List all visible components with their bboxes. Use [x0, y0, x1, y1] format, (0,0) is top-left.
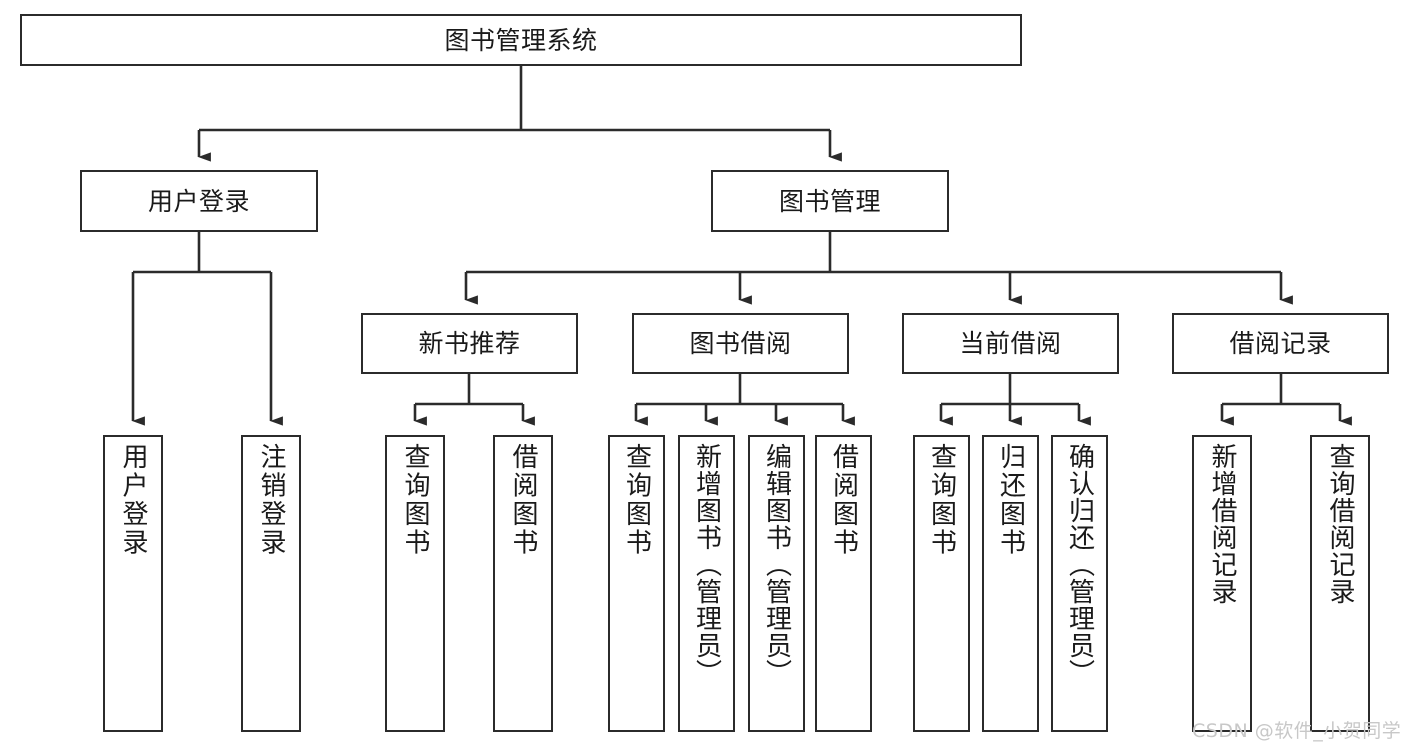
- node-borrow-record-label: 借阅记录: [1229, 329, 1332, 358]
- node-leaf-query-book-1-label: 查询图书: [400, 443, 430, 557]
- node-user-login[interactable]: 用户登录: [80, 170, 318, 232]
- node-leaf-add-record[interactable]: 新增借阅记录: [1192, 435, 1252, 732]
- node-root-system-label: 图书管理系统: [444, 25, 598, 55]
- node-new-book-rec-label: 新书推荐: [418, 329, 521, 358]
- node-root-system[interactable]: 图书管理系统: [20, 14, 1022, 66]
- node-leaf-logout[interactable]: 注销登录: [241, 435, 301, 732]
- node-user-login-label: 用户登录: [147, 186, 250, 216]
- node-leaf-edit-book[interactable]: 编辑图书（管理员）: [748, 435, 805, 732]
- node-borrow-record[interactable]: 借阅记录: [1172, 313, 1389, 374]
- node-leaf-logout-label: 注销登录: [256, 443, 286, 557]
- node-book-borrow[interactable]: 图书借阅: [632, 313, 849, 374]
- node-leaf-add-record-label: 新增借阅记录: [1207, 443, 1237, 605]
- node-leaf-user-login[interactable]: 用户登录: [103, 435, 163, 732]
- node-leaf-query-book-3[interactable]: 查询图书: [913, 435, 970, 732]
- node-leaf-query-record-label: 查询借阅记录: [1325, 443, 1355, 605]
- node-leaf-add-book-label: 新增图书（管理员）: [691, 443, 722, 686]
- node-book-manage[interactable]: 图书管理: [711, 170, 949, 232]
- node-leaf-return-book[interactable]: 归还图书: [982, 435, 1039, 732]
- node-leaf-user-login-label: 用户登录: [118, 443, 148, 557]
- node-leaf-borrow-book-2-label: 借阅图书: [828, 443, 859, 557]
- node-leaf-edit-book-label: 编辑图书（管理员）: [761, 443, 792, 686]
- node-leaf-add-book[interactable]: 新增图书（管理员）: [678, 435, 735, 732]
- node-book-borrow-label: 图书借阅: [689, 329, 792, 358]
- node-leaf-confirm-return[interactable]: 确认归还（管理员）: [1051, 435, 1108, 732]
- node-current-borrow[interactable]: 当前借阅: [902, 313, 1119, 374]
- node-leaf-return-book-label: 归还图书: [995, 443, 1026, 557]
- node-leaf-query-record[interactable]: 查询借阅记录: [1310, 435, 1370, 732]
- csdn-watermark: CSDN @软件_小贺同学: [1192, 720, 1402, 742]
- node-book-manage-label: 图书管理: [778, 186, 881, 216]
- node-new-book-rec[interactable]: 新书推荐: [361, 313, 578, 374]
- node-leaf-borrow-book-1[interactable]: 借阅图书: [493, 435, 553, 732]
- node-leaf-borrow-book-2[interactable]: 借阅图书: [815, 435, 872, 732]
- node-current-borrow-label: 当前借阅: [959, 329, 1062, 358]
- node-leaf-query-book-1[interactable]: 查询图书: [385, 435, 445, 732]
- node-leaf-confirm-return-label: 确认归还（管理员）: [1064, 443, 1095, 686]
- node-leaf-borrow-book-1-label: 借阅图书: [508, 443, 538, 557]
- node-leaf-query-book-2[interactable]: 查询图书: [608, 435, 665, 732]
- node-leaf-query-book-3-label: 查询图书: [926, 443, 957, 557]
- node-leaf-query-book-2-label: 查询图书: [621, 443, 652, 557]
